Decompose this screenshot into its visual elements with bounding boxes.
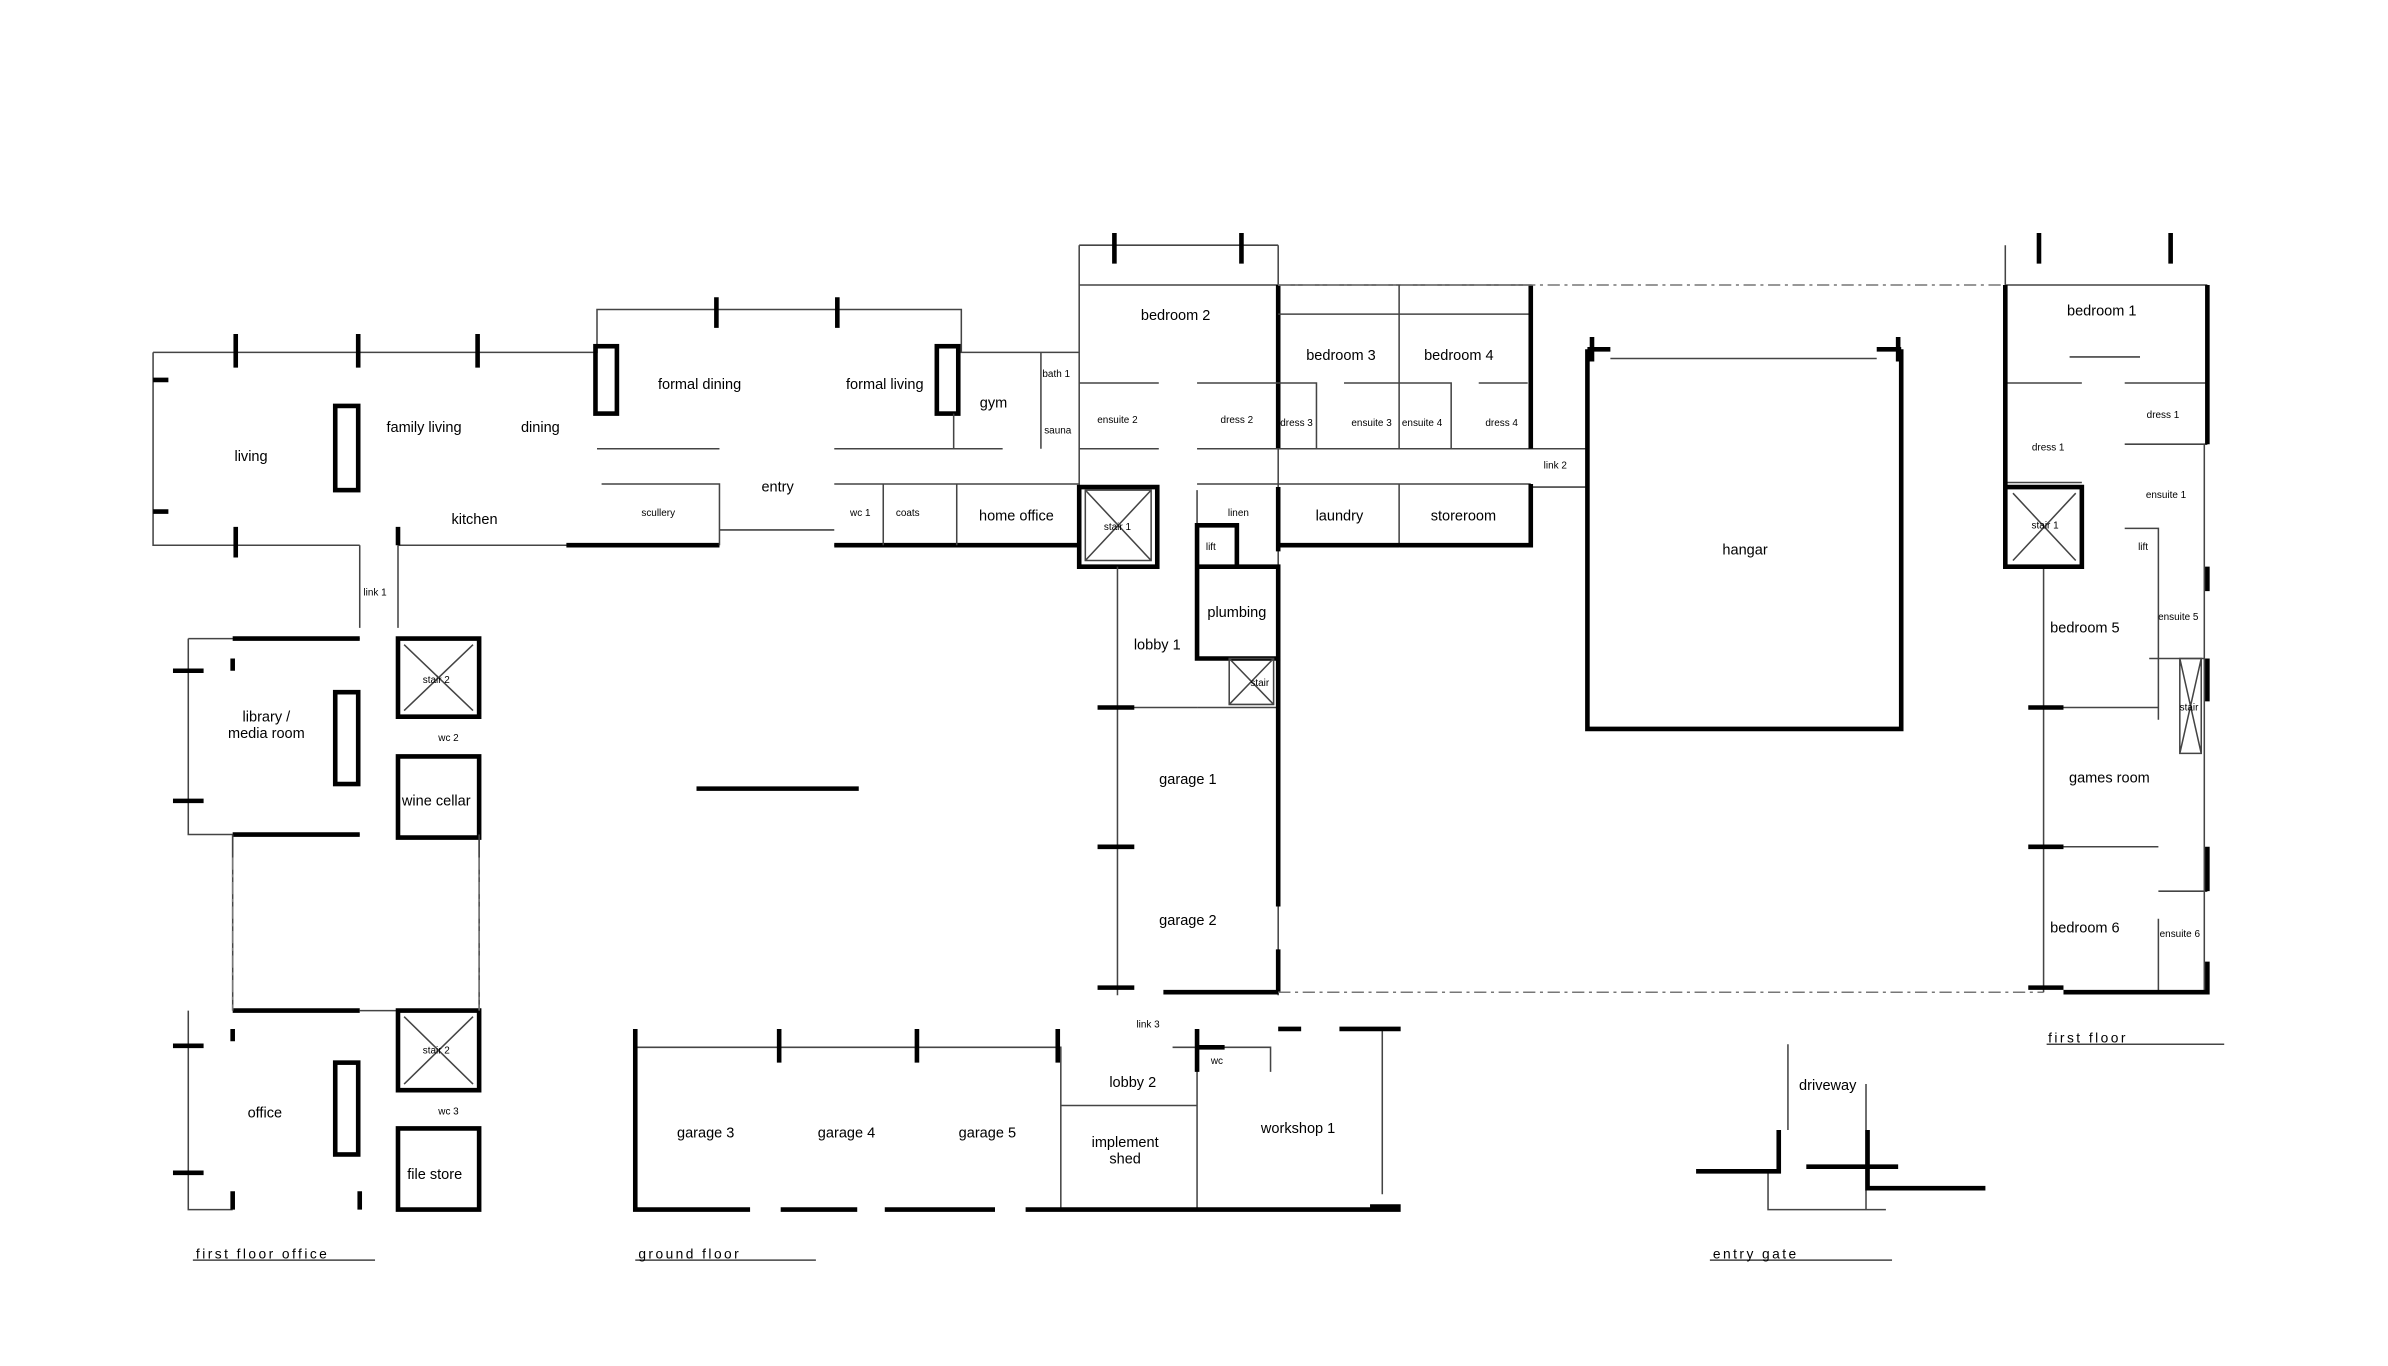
label-bath-1: bath 1 [1042, 369, 1070, 380]
label-ensuite-2: ensuite 2 [1097, 415, 1138, 426]
label-office: office [248, 1106, 282, 1122]
label-lobby-2: lobby 2 [1109, 1075, 1156, 1091]
walls [152, 232, 2225, 1261]
label-coats: coats [896, 508, 920, 519]
label-link-1: link 1 [363, 588, 387, 599]
label-wc-2: wc 2 [437, 733, 459, 744]
label-wc-1: wc 1 [849, 508, 871, 519]
label-dress-1a: dress 1 [2147, 410, 2180, 421]
label-dress-4: dress 4 [1485, 418, 1518, 429]
label-lift: lift [1206, 542, 1216, 553]
label-linen: linen [1228, 508, 1249, 519]
label-garage-3: garage 3 [677, 1126, 734, 1142]
label-library-line1: library / [243, 709, 292, 725]
label-kitchen: kitchen [452, 512, 498, 528]
label-dress-1b: dress 1 [2032, 442, 2065, 453]
label-dress-2: dress 2 [1221, 415, 1254, 426]
label-sauna: sauna [1044, 425, 1072, 436]
label-games-room: games room [2069, 771, 2150, 787]
label-bedroom-4: bedroom 4 [1424, 348, 1493, 364]
label-bedroom-6: bedroom 6 [2050, 921, 2119, 937]
label-hangar: hangar [1722, 542, 1767, 558]
label-bedroom-2: bedroom 2 [1141, 308, 1210, 324]
label-family-living: family living [386, 420, 461, 436]
label-entry: entry [761, 480, 794, 496]
caption-first-floor-office: first floor office [196, 1247, 329, 1262]
room-labels: living family living dining kitchen form… [228, 304, 2200, 1183]
label-stair-2: stair 2 [423, 675, 451, 686]
label-bedroom-1: bedroom 1 [2067, 304, 2136, 320]
label-wine-cellar: wine cellar [401, 793, 471, 809]
caption-first-floor: first floor [2048, 1031, 2128, 1046]
label-lift-ff: lift [2138, 542, 2148, 553]
label-plumbing: plumbing [1207, 605, 1266, 621]
label-garage-5: garage 5 [959, 1126, 1016, 1142]
label-home-office: home office [979, 509, 1054, 525]
label-wc-3: wc 3 [437, 1107, 459, 1118]
label-ensuite-5: ensuite 5 [2158, 612, 2199, 623]
label-bedroom-5: bedroom 5 [2050, 620, 2119, 636]
label-workshop-1: workshop 1 [1260, 1121, 1335, 1137]
label-garage-2: garage 2 [1159, 913, 1216, 929]
label-bedroom-3: bedroom 3 [1306, 348, 1375, 364]
label-link-3: link 3 [1136, 1019, 1160, 1030]
label-link-2: link 2 [1544, 461, 1568, 472]
label-ensuite-6: ensuite 6 [2160, 929, 2201, 940]
label-stair-2-office: stair 2 [423, 1045, 451, 1056]
label-stair-1: stair 1 [1104, 522, 1132, 533]
label-formal-dining: formal dining [658, 377, 741, 393]
label-storeroom: storeroom [1431, 509, 1496, 525]
label-implement-line1: implement [1092, 1135, 1159, 1151]
caption-entry-gate: entry gate [1713, 1247, 1799, 1262]
label-stair-ff: stair [2180, 703, 2199, 714]
label-laundry: laundry [1316, 509, 1364, 525]
label-dress-3: dress 3 [1280, 418, 1313, 429]
label-formal-living: formal living [846, 377, 924, 393]
plan-captions: first floor office ground floor entry ga… [196, 1031, 2128, 1262]
label-lobby-1: lobby 1 [1134, 637, 1181, 653]
label-ensuite-4: ensuite 4 [1402, 418, 1443, 429]
label-ensuite-1: ensuite 1 [2146, 490, 2187, 501]
label-garage-1: garage 1 [1159, 772, 1216, 788]
caption-ground-floor: ground floor [638, 1247, 741, 1262]
label-living: living [234, 449, 267, 465]
label-library-line2: media room [228, 726, 305, 742]
label-file-store: file store [407, 1167, 462, 1183]
label-scullery: scullery [641, 508, 675, 519]
label-dining: dining [521, 420, 560, 436]
label-driveway: driveway [1799, 1078, 1857, 1094]
label-garage-4: garage 4 [818, 1126, 875, 1142]
label-stair-1-ff: stair 1 [2032, 520, 2060, 531]
label-wc: wc [1210, 1056, 1223, 1067]
label-implement-line2: shed [1109, 1152, 1141, 1168]
label-gym: gym [980, 395, 1007, 411]
label-stair: stair [1250, 678, 1269, 689]
label-ensuite-3: ensuite 3 [1351, 418, 1392, 429]
